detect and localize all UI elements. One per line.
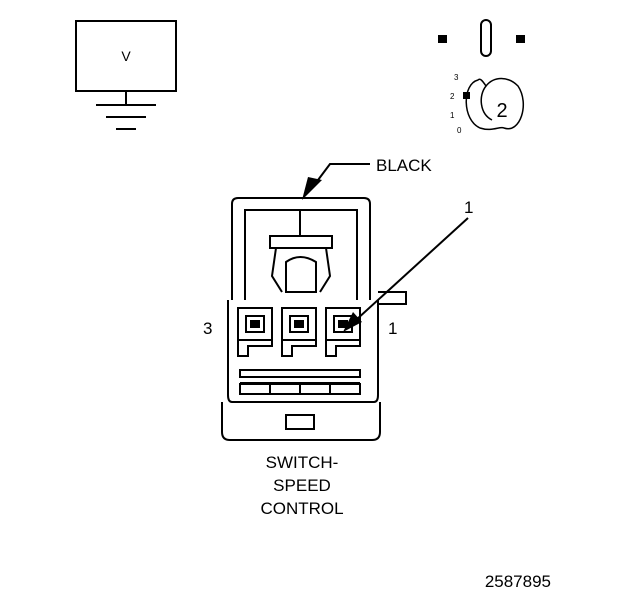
dial-position-1: 1 bbox=[450, 111, 455, 120]
dial-knob-icon bbox=[465, 77, 525, 131]
figure-id: 2587895 bbox=[485, 572, 551, 591]
caption-line-1: SWITCH- bbox=[266, 453, 339, 472]
multimeter-icon: 3 2 1 0 2 bbox=[438, 19, 525, 135]
dial-pointer-icon bbox=[463, 92, 470, 99]
probe-left-icon bbox=[438, 35, 447, 43]
connector-color-label: BLACK bbox=[376, 156, 432, 175]
arrowhead-icon bbox=[343, 312, 362, 332]
callout-number: 1 bbox=[464, 198, 473, 217]
terminal-cavities bbox=[237, 307, 361, 357]
arrowhead-icon bbox=[302, 177, 322, 200]
voltmeter-label: V bbox=[121, 48, 131, 64]
caption-line-3: CONTROL bbox=[260, 499, 343, 518]
dial-setting-label: 2 bbox=[496, 100, 507, 122]
pin-right-label: 1 bbox=[388, 319, 397, 338]
color-callout: BLACK bbox=[302, 156, 432, 200]
voltmeter-symbol: V bbox=[75, 20, 177, 130]
terminal-pin-3 bbox=[237, 307, 273, 357]
dial-position-3: 3 bbox=[454, 73, 459, 82]
probe-right-icon bbox=[516, 35, 525, 43]
pin-left-label: 3 bbox=[203, 319, 212, 338]
terminal-pin-2 bbox=[281, 307, 317, 357]
dial-position-2: 2 bbox=[450, 92, 455, 101]
caption-line-2: SPEED bbox=[273, 476, 331, 495]
ground-icon bbox=[96, 104, 156, 130]
probe-center-icon bbox=[480, 19, 492, 57]
connector-caption: SWITCH- SPEED CONTROL bbox=[260, 453, 343, 518]
pin-callout: 1 bbox=[343, 198, 473, 332]
dial-position-0: 0 bbox=[457, 126, 462, 135]
connector-body bbox=[221, 197, 407, 441]
